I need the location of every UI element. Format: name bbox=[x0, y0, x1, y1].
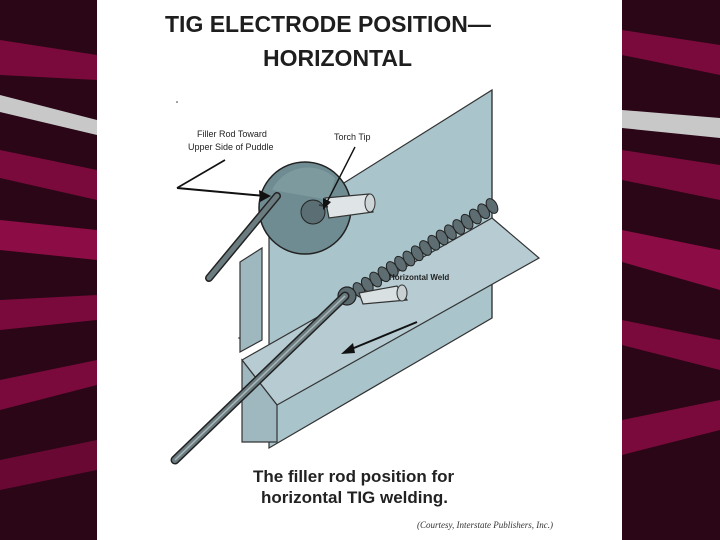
weld-torch bbox=[358, 284, 409, 305]
title-line-2: HORIZONTAL bbox=[263, 45, 413, 71]
filler-rod-detail bbox=[206, 193, 280, 281]
title-line-1: TIG ELECTRODE POSITION— bbox=[165, 11, 491, 37]
tig-horizontal-diagram: Filler Rod Toward Upper Side of Puddle T… bbox=[170, 88, 541, 465]
upper-plate-face bbox=[239, 246, 263, 354]
bg-stripe bbox=[622, 150, 720, 200]
bg-stripe bbox=[622, 320, 720, 370]
slide-panel: TIG ELECTRODE POSITION— HORIZONTAL bbox=[97, 0, 622, 540]
bg-stripe bbox=[0, 360, 97, 410]
filler-rod-leader bbox=[176, 159, 271, 202]
bg-stripe bbox=[0, 40, 97, 80]
bg-stripe bbox=[622, 230, 720, 290]
stray-mark bbox=[176, 101, 178, 103]
filler-rod-highlight bbox=[174, 295, 346, 461]
bg-stripe bbox=[0, 440, 97, 490]
horizontal-weld-label: Horizontal Weld bbox=[389, 273, 449, 282]
weld-ripple bbox=[485, 198, 499, 214]
figure-caption: The filler rod position for horizontal T… bbox=[217, 466, 517, 508]
bg-stripe bbox=[622, 30, 720, 75]
plate-front-face bbox=[241, 358, 278, 443]
caption-line-2: horizontal TIG welding. bbox=[261, 488, 448, 507]
stray-mark bbox=[238, 337, 240, 339]
bg-stripe bbox=[622, 400, 720, 455]
bg-stripe bbox=[0, 150, 97, 200]
torch-tip-label: Torch Tip bbox=[334, 132, 371, 142]
magnified-view bbox=[258, 161, 352, 255]
torch-tip-leader bbox=[323, 146, 356, 210]
bg-stripe bbox=[622, 110, 720, 138]
filler-rod-label: Filler Rod Toward Upper Side of Puddle bbox=[188, 129, 274, 152]
courtesy-credit: (Courtesy, Interstate Publishers, Inc.) bbox=[417, 520, 553, 530]
torch-tip bbox=[318, 193, 376, 219]
bg-stripe bbox=[0, 295, 97, 330]
travel-direction-arrow bbox=[341, 321, 418, 354]
bg-stripe bbox=[0, 220, 97, 260]
bg-stripe bbox=[0, 95, 97, 135]
caption-line-1: The filler rod position for bbox=[253, 467, 455, 486]
